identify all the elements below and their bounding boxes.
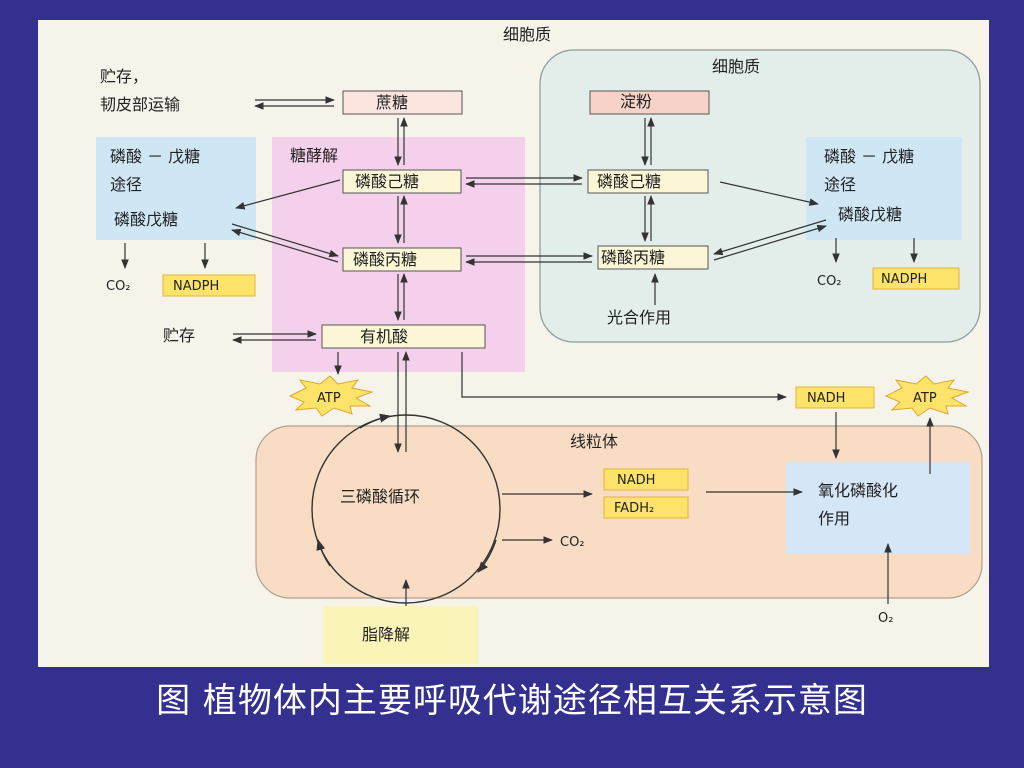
region-label-plastid-cytoplasm: 细胞质	[712, 57, 760, 76]
hexose-phosphate-box	[342, 169, 462, 194]
right-nadph-label: NADPH	[881, 272, 927, 287]
organic-acid-box	[321, 324, 486, 349]
starch-label: 淀粉	[620, 92, 652, 111]
arrows	[121, 96, 934, 606]
starch-box	[589, 90, 710, 115]
lipid-region	[323, 606, 478, 664]
mito-nadh-label: NADH	[617, 473, 655, 488]
region-label-mitochondria: 线粒体	[570, 432, 618, 451]
plastid-triose-label: 磷酸丙糖	[601, 248, 665, 267]
right-nadh-box	[795, 386, 875, 409]
region-label-glycolysis: 糖酵解	[290, 146, 338, 165]
left-co2-label: CO₂	[106, 279, 131, 294]
triose-phosphate-label: 磷酸丙糖	[353, 250, 417, 269]
oxphos-label-2: 作用	[818, 509, 850, 528]
region-label-cytoplasm: 细胞质	[503, 25, 551, 44]
right-ppp-region	[806, 137, 962, 240]
right-atp-burst	[884, 375, 970, 417]
mito-nadh-box	[603, 468, 689, 491]
figure-caption: 图 植物体内主要呼吸代谢途径相互关系示意图	[156, 681, 868, 721]
right-co2-label: CO₂	[817, 274, 842, 289]
triose-phosphate-box	[342, 247, 462, 272]
mito-co2-label: CO₂	[560, 535, 585, 550]
right-pentose-phosphate: 磷酸戊糖	[838, 205, 902, 224]
right-ppp-label-1: 磷酸 － 戊糖	[824, 147, 914, 166]
storage-transport-label: 贮存，	[100, 67, 148, 86]
plastid-triose-box	[597, 245, 709, 270]
sucrose-label: 蔗糖	[376, 93, 408, 112]
left-ppp-label-1: 磷酸 － 戊糖	[110, 147, 200, 166]
left-nadph-box	[162, 274, 256, 297]
lipid-degradation-label: 脂降解	[362, 625, 410, 644]
mito-fadh2-label: FADH₂	[614, 501, 654, 516]
left-atp-burst	[288, 375, 374, 417]
sucrose-box	[342, 90, 463, 115]
tca-cycle-label: 三磷酸循环	[340, 487, 420, 506]
phloem-transport-label: 韧皮部运输	[100, 95, 180, 114]
left-nadph-label: NADPH	[173, 279, 219, 294]
mito-fadh2-box	[603, 496, 689, 519]
right-atp-label: ATP	[913, 391, 937, 406]
plastid-hexose-box	[587, 169, 709, 194]
right-nadh-label: NADH	[807, 391, 845, 406]
plastid-hexose-label: 磷酸己糖	[597, 172, 661, 191]
oxphos-region	[786, 462, 970, 554]
photosynthesis-label: 光合作用	[607, 308, 671, 327]
hexose-phosphate-label: 磷酸己糖	[355, 172, 419, 191]
left-pentose-phosphate: 磷酸戊糖	[114, 210, 178, 229]
left-ppp-label-2: 途径	[110, 175, 142, 194]
organic-acid-label: 有机酸	[360, 327, 408, 346]
right-nadph-box	[872, 267, 960, 290]
o2-label: O₂	[878, 611, 893, 626]
left-atp-label: ATP	[317, 391, 341, 406]
storage-label: 贮存	[163, 326, 195, 345]
left-ppp-region	[96, 137, 256, 240]
tca-cycle-arrow-1	[359, 413, 392, 429]
oxphos-label-1: 氧化磷酸化	[818, 481, 898, 500]
right-ppp-label-2: 途径	[824, 175, 856, 194]
tca-cycle-arrow-3	[316, 538, 331, 567]
tca-cycle-arrow-2	[477, 539, 497, 573]
